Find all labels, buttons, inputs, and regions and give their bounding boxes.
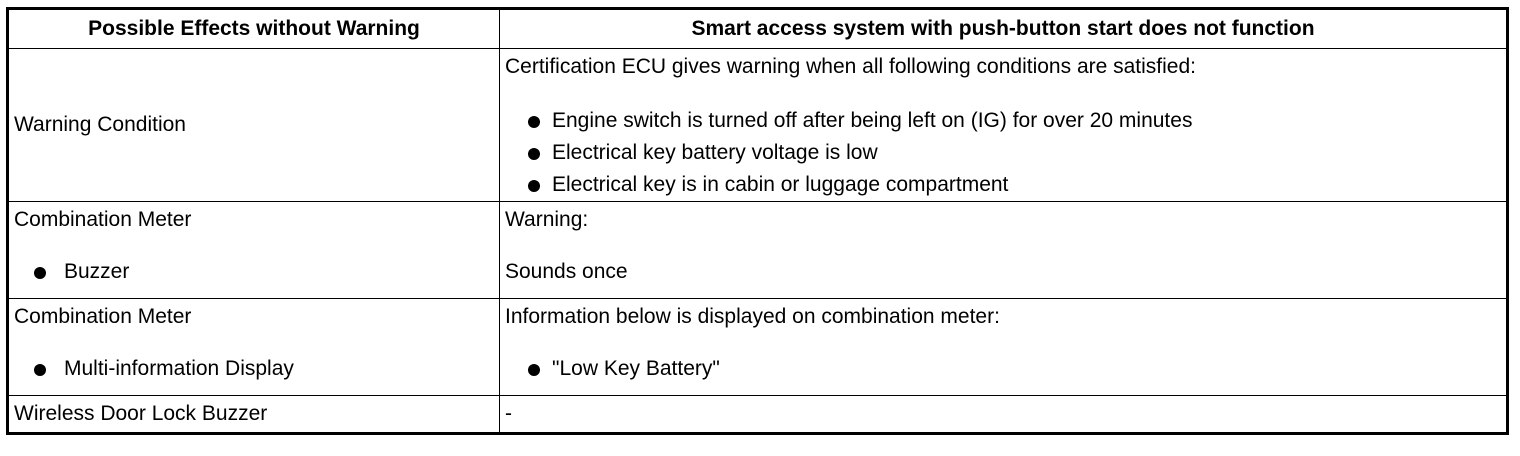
- list-item: Electrical key battery voltage is low: [505, 137, 1506, 169]
- cell-combination-meter-display-label: Combination Meter Multi-information Disp…: [7, 298, 500, 396]
- cell-combination-meter-display-detail: Information below is displayed on combin…: [499, 298, 1508, 396]
- row-label: Warning Condition: [14, 113, 186, 136]
- row-value: -: [505, 402, 512, 425]
- display-list: "Low Key Battery": [505, 353, 1506, 385]
- row-label: Wireless Door Lock Buzzer: [14, 402, 268, 425]
- display-intro: Information below is displayed on combin…: [505, 305, 1000, 328]
- list-item: Buzzer: [14, 256, 499, 288]
- bullet-icon: [528, 364, 540, 376]
- table-row-warning-condition: Warning Condition Certification ECU give…: [7, 48, 1508, 202]
- table-row-combination-meter-buzzer: Combination Meter Buzzer Warning: Sounds…: [7, 201, 1508, 299]
- bullet-icon: [528, 180, 540, 192]
- cell-wireless-door-lock-label: Wireless Door Lock Buzzer: [7, 395, 500, 434]
- condition-intro: Certification ECU gives warning when all…: [505, 55, 1197, 78]
- list-item: Multi-information Display: [14, 353, 499, 385]
- list-item: "Low Key Battery": [505, 353, 1506, 385]
- cell-combination-meter-buzzer-label: Combination Meter Buzzer: [7, 201, 500, 299]
- bullet-icon: [528, 116, 540, 128]
- cell-warning-condition-detail: Certification ECU gives warning when all…: [499, 48, 1508, 202]
- warning-effects-table: Possible Effects without Warning Smart a…: [6, 7, 1509, 435]
- warning-label: Warning:: [505, 208, 589, 231]
- condition-list: Engine switch is turned off after being …: [505, 105, 1506, 201]
- list-item: Electrical key is in cabin or luggage co…: [505, 169, 1506, 201]
- row-label: Combination Meter: [14, 208, 192, 231]
- bullet-icon: [528, 148, 540, 160]
- table-row-combination-meter-display: Combination Meter Multi-information Disp…: [7, 298, 1508, 396]
- list-item: Engine switch is turned off after being …: [505, 105, 1506, 137]
- header-col-effects: Possible Effects without Warning: [7, 8, 500, 49]
- cell-wireless-door-lock-detail: -: [499, 395, 1508, 434]
- table-header-row: Possible Effects without Warning Smart a…: [7, 8, 1508, 49]
- header-col-symptom: Smart access system with push-button sta…: [499, 8, 1508, 49]
- bullet-icon: [34, 267, 46, 279]
- bullet-icon: [34, 364, 46, 376]
- warning-value: Sounds once: [505, 260, 628, 283]
- table-row-wireless-door-lock: Wireless Door Lock Buzzer -: [7, 395, 1508, 434]
- cell-warning-condition-label: Warning Condition: [7, 48, 500, 202]
- cell-combination-meter-buzzer-detail: Warning: Sounds once: [499, 201, 1508, 299]
- row-label: Combination Meter: [14, 305, 192, 328]
